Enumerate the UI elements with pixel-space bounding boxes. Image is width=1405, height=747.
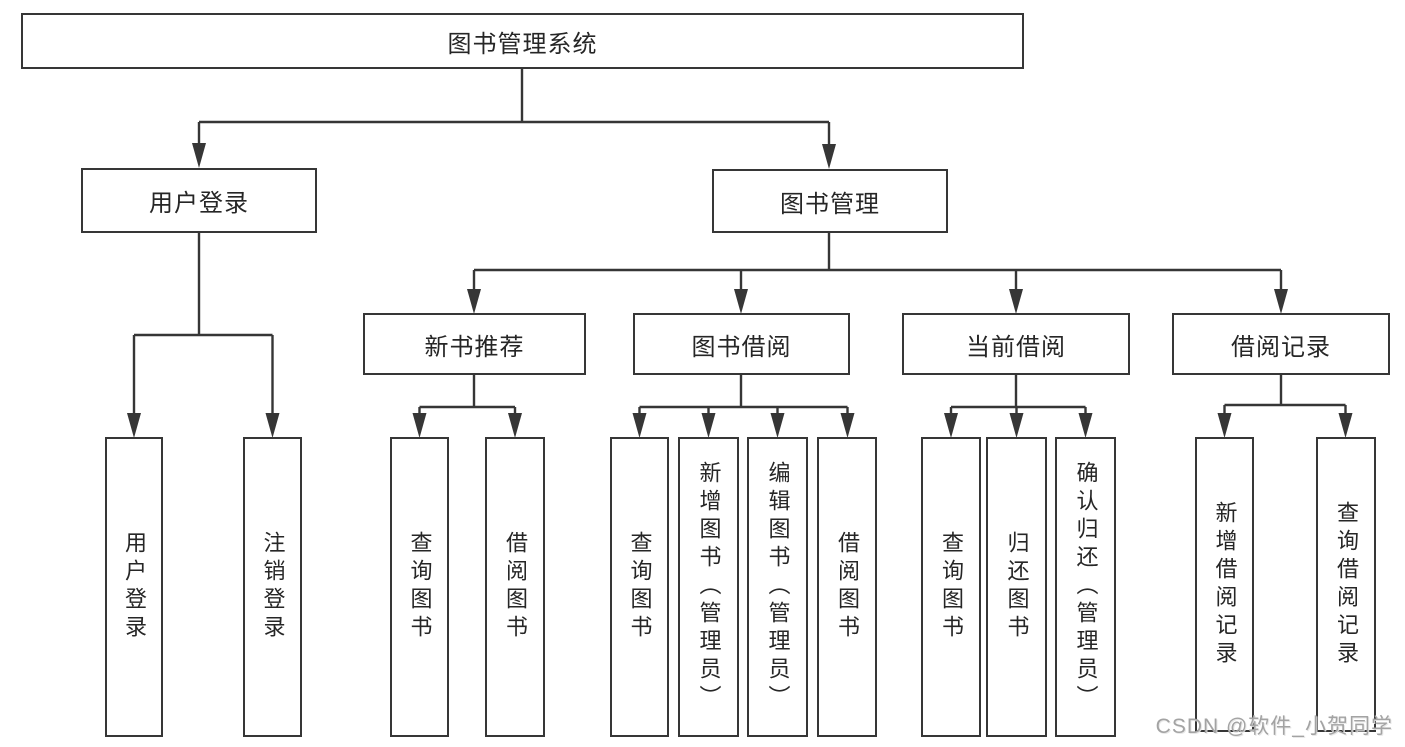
leaf-query-books-current-label: 查询图书: [939, 531, 964, 643]
leaf-add-borrow-record-label: 新增借阅记录: [1212, 500, 1238, 669]
node-user-login-label: 用户登录: [149, 190, 249, 217]
node-user-login: 用户登录: [81, 168, 317, 233]
leaf-query-books-current: 查询图书: [921, 437, 981, 737]
leaf-borrow-books: 借阅图书: [817, 437, 877, 737]
leaf-query-books-borrow-label: 查询图书: [627, 531, 653, 643]
node-current-borrowing-label: 当前借阅: [966, 333, 1066, 361]
node-root-label: 图书管理系统: [447, 30, 598, 58]
node-book-management: 图书管理: [712, 169, 948, 233]
leaf-return-book: 归还图书: [986, 437, 1047, 737]
leaf-confirm-return-admin: 确认归还（管理员）: [1055, 437, 1116, 737]
csdn-watermark: CSDN @软件_小贺同学: [1155, 715, 1393, 738]
leaf-query-books-borrow: 查询图书: [610, 437, 669, 737]
leaf-borrow-books-recommend-label: 借阅图书: [503, 531, 528, 643]
arrowheads: [127, 143, 1353, 438]
leaf-edit-book-admin: 编辑图书（管理员）: [747, 437, 808, 737]
leaf-user-login-label: 用户登录: [122, 531, 147, 643]
node-borrowing-records-label: 借阅记录: [1231, 333, 1331, 361]
leaf-confirm-return-admin-label: 确认归还（管理员）: [1073, 461, 1099, 713]
leaf-query-books-recommend: 查询图书: [390, 437, 449, 737]
leaf-return-book-label: 归还图书: [1004, 531, 1030, 643]
leaf-add-book-admin-label: 新增图书（管理员）: [696, 461, 722, 713]
node-book-borrowing-label: 图书借阅: [691, 333, 792, 361]
leaf-user-login: 用户登录: [105, 437, 163, 737]
node-new-book-recommend: 新书推荐: [363, 313, 586, 375]
node-current-borrowing: 当前借阅: [902, 313, 1130, 375]
node-new-book-recommend-label: 新书推荐: [424, 333, 525, 361]
leaf-borrow-books-label: 借阅图书: [835, 531, 860, 643]
leaf-add-borrow-record: 新增借阅记录: [1195, 437, 1254, 732]
leaf-query-books-recommend-label: 查询图书: [407, 531, 433, 643]
leaf-logout: 注销登录: [243, 437, 302, 737]
leaf-borrow-books-recommend: 借阅图书: [485, 437, 545, 737]
leaf-query-borrow-record: 查询借阅记录: [1316, 437, 1376, 732]
leaf-edit-book-admin-label: 编辑图书（管理员）: [765, 461, 791, 713]
node-book-management-label: 图书管理: [780, 190, 880, 218]
node-borrowing-records: 借阅记录: [1172, 313, 1390, 375]
leaf-query-borrow-record-label: 查询借阅记录: [1334, 500, 1359, 669]
node-root-system: 图书管理系统: [21, 13, 1024, 69]
tree-edges: [132, 68, 1347, 415]
leaf-add-book-admin: 新增图书（管理员）: [678, 437, 739, 737]
node-book-borrowing: 图书借阅: [633, 313, 850, 375]
leaf-logout-label: 注销登录: [260, 531, 286, 643]
